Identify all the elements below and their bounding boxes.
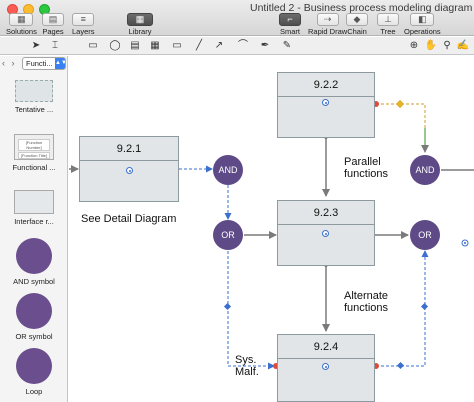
chevron-down-icon: ▲▼ <box>55 58 65 69</box>
library-select[interactable]: Functi... ▲▼ <box>22 57 66 70</box>
diagram-canvas[interactable]: 9.2.1 9.2.2 9.2.3 9.2.4 AND OR AND OR Se… <box>69 56 474 402</box>
and-circle-icon <box>16 238 52 274</box>
curve-tool-icon[interactable]: ⌒ <box>238 40 248 51</box>
library-item-or[interactable]: OR symbol <box>0 293 68 341</box>
or-junction-right[interactable]: OR <box>410 220 440 250</box>
layers-icon: ≡ <box>72 13 95 26</box>
smart-connector-icon: ⌐ <box>279 13 301 26</box>
and-junction-left[interactable]: AND <box>213 155 243 185</box>
operations-icon: ◧ <box>410 13 435 26</box>
functional-shape-icon: [Function Number] [Function Title] <box>14 134 54 160</box>
or-junction-left[interactable]: OR <box>213 220 243 250</box>
function-box-921[interactable]: 9.2.1 <box>79 136 179 202</box>
chain-icon: ◆ <box>346 13 368 26</box>
loop-circle-icon <box>16 348 52 384</box>
box-port[interactable] <box>322 363 329 370</box>
library-item-functional[interactable]: [Function Number] [Function Title] Funct… <box>0 134 68 172</box>
pen-tool-icon[interactable]: ✒ <box>260 40 270 51</box>
or-circle-icon <box>16 293 52 329</box>
table-tool-icon[interactable]: ▦ <box>150 40 160 51</box>
text-cursor-icon[interactable]: ⌶ <box>52 40 58 51</box>
parallel-functions-label[interactable]: Parallel functions <box>344 156 389 180</box>
freehand-tool-icon[interactable]: ✎ <box>282 40 292 51</box>
chain-button[interactable]: ◆ Chain <box>346 13 368 36</box>
interface-shape-icon <box>14 190 54 214</box>
layers-button[interactable]: ≡ Layers <box>72 13 95 36</box>
link-924-or[interactable] <box>376 250 429 367</box>
and-junction-right[interactable]: AND <box>410 155 440 185</box>
box-port[interactable] <box>322 99 329 106</box>
text-box-icon[interactable]: ▤ <box>130 40 140 51</box>
link-or-924[interactable] <box>227 251 275 370</box>
forward-chevron-icon[interactable]: › <box>11 58 15 68</box>
tree-icon: ⊥ <box>377 13 399 26</box>
function-box-923[interactable]: 9.2.3 <box>277 200 375 266</box>
format-painter-icon[interactable]: ✍ <box>456 40 470 51</box>
pages-button[interactable]: ▤ Pages <box>42 13 64 36</box>
library-item-tentative[interactable]: Tentative ... <box>0 80 68 114</box>
box-port[interactable] <box>126 167 133 174</box>
library-button[interactable]: ▦ Library <box>127 13 153 36</box>
sys-malf-label[interactable]: Sys. Malf. <box>235 354 259 378</box>
smart-button[interactable]: ⌐ Smart <box>279 13 301 36</box>
library-icon: ▦ <box>127 13 153 26</box>
line-tool-icon[interactable]: ╱ <box>195 40 203 51</box>
operations-button[interactable]: ◧ Operations <box>404 13 441 36</box>
drawing-toolbar: ➤ ⌶ ▭ ◯ ▤ ▦ ▭ ╱ ↗ ⌒ ✒ ✎ ⊕ ✋ ⚲ ✍ <box>0 37 474 55</box>
rapid-draw-button[interactable]: ⇢ Rapid Draw <box>308 13 348 36</box>
tree-button[interactable]: ⊥ Tree <box>377 13 399 36</box>
ellipse-tool-icon[interactable]: ◯ <box>109 40 121 51</box>
library-item-and[interactable]: AND symbol <box>0 238 68 286</box>
back-chevron-icon[interactable]: ‹ <box>2 58 5 68</box>
pages-icon: ▤ <box>42 13 64 26</box>
library-item-interface[interactable]: Interface r... <box>0 190 68 226</box>
solutions-button[interactable]: ▦ Solutions <box>6 13 37 36</box>
eyedropper-icon[interactable]: ⚲ <box>443 40 451 51</box>
rectangle-tool-icon[interactable]: ▭ <box>88 40 98 51</box>
tentative-shape-icon <box>15 80 53 102</box>
function-box-922[interactable]: 9.2.2 <box>277 72 375 138</box>
alternate-functions-label[interactable]: Alternate functions <box>344 290 389 314</box>
rapid-draw-icon: ⇢ <box>316 13 339 26</box>
library-nav: ‹ › <box>2 58 15 68</box>
connector-tool-icon[interactable]: ↗ <box>214 40 224 51</box>
library-panel: ‹ › Functi... ▲▼ Tentative ... [Function… <box>0 56 68 402</box>
box-port[interactable] <box>322 230 329 237</box>
window-titlebar: Untitled 2 - Business process modeling d… <box>0 0 474 36</box>
window-title: Untitled 2 - Business process modeling d… <box>250 2 473 14</box>
zoom-in-icon[interactable]: ⊕ <box>409 40 419 51</box>
link-922-and[interactable] <box>376 103 426 152</box>
library-item-loop[interactable]: Loop <box>0 348 68 396</box>
solutions-icon: ▦ <box>9 13 34 26</box>
see-detail-label[interactable]: See Detail Diagram <box>81 213 177 225</box>
connector-layer <box>69 99 474 370</box>
callout-tool-icon[interactable]: ▭ <box>172 40 182 51</box>
pan-hand-icon[interactable]: ✋ <box>424 40 438 51</box>
function-box-924[interactable]: 9.2.4 <box>277 334 375 402</box>
pointer-icon[interactable]: ➤ <box>31 40 41 51</box>
